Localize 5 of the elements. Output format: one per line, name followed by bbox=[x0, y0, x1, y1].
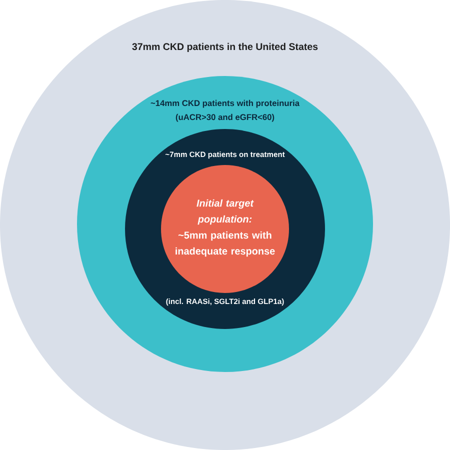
heading: 37mm CKD patients in the United States bbox=[132, 42, 318, 52]
ring-label: (uACR>30 and eGFR<60) bbox=[176, 114, 274, 122]
ring-label: ~14mm CKD patients with proteinuria bbox=[150, 100, 300, 108]
center-label: ~5mm patients with inadequate response bbox=[176, 231, 275, 257]
center-label: Initial target population: bbox=[196, 199, 254, 225]
